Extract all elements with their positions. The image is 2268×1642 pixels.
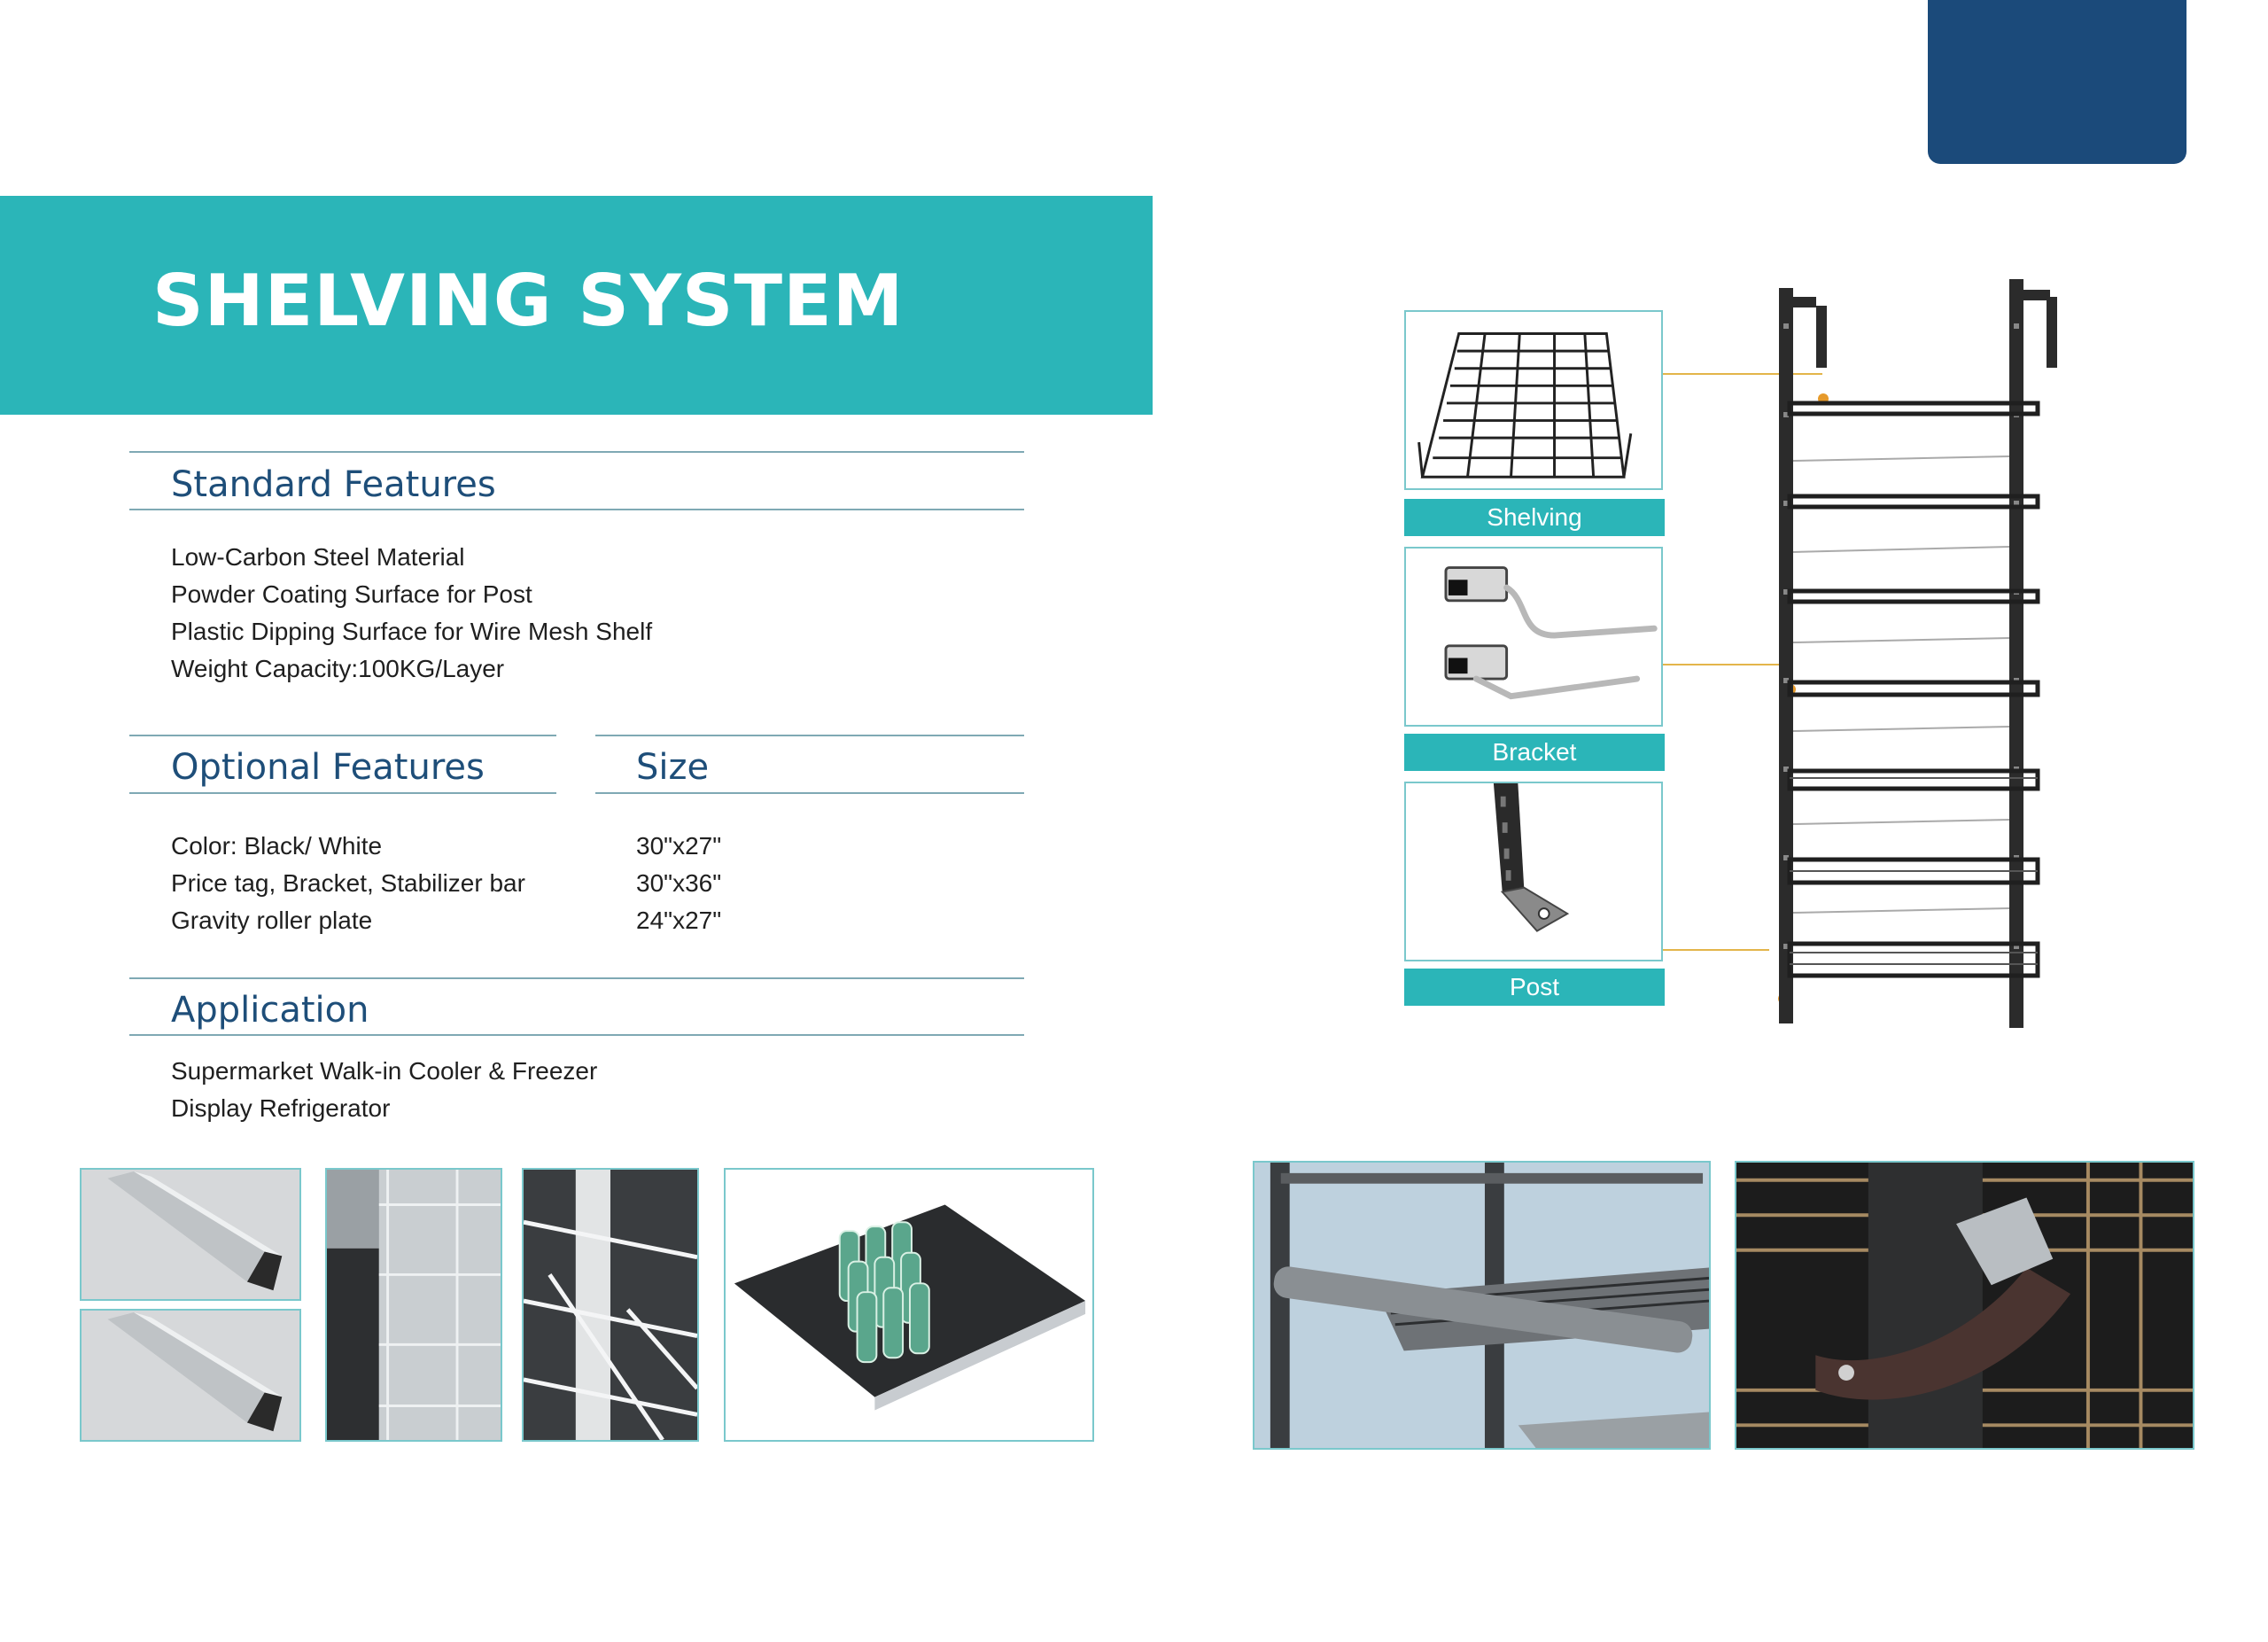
application-list: Supermarket Walk-in Cooler & Freezer Dis…: [171, 1053, 597, 1127]
size-heading: Size: [636, 747, 710, 788]
list-item: Low-Carbon Steel Material: [171, 543, 465, 571]
bracket-image: [1404, 547, 1663, 727]
walk-in-cooler-photo: [325, 1168, 502, 1442]
section-rule: [129, 977, 1024, 979]
section-rule: [595, 792, 1024, 794]
list-item: Display Refrigerator: [171, 1094, 391, 1122]
post-leader-line: [1663, 949, 1769, 951]
application-heading: Application: [171, 990, 369, 1031]
section-rule: [129, 451, 1024, 453]
post-profile-photo: [80, 1309, 301, 1442]
post-caption: Post: [1404, 969, 1665, 1006]
shelving-leader-line: [1663, 373, 1822, 375]
gravity-roller-plate-photo: [724, 1168, 1094, 1442]
list-item: 30"x36": [636, 869, 722, 897]
section-rule: [129, 1034, 1024, 1036]
optional-features-heading: Optional Features: [171, 747, 485, 788]
list-item: Weight Capacity:100KG/Layer: [171, 655, 505, 682]
list-item: Plastic Dipping Surface for Wire Mesh Sh…: [171, 618, 653, 645]
corner-tab: [1928, 0, 2186, 164]
list-item: 30"x27": [636, 832, 722, 860]
stabilizer-bar-photo: [1253, 1161, 1711, 1450]
list-item: Supermarket Walk-in Cooler & Freezer: [171, 1057, 598, 1085]
size-list: 30"x27" 30"x36" 24"x27": [636, 828, 721, 939]
standard-features-list: Low-Carbon Steel Material Powder Coating…: [171, 539, 652, 688]
title-banner: [0, 196, 1153, 415]
bracket-caption: Bracket: [1404, 734, 1665, 771]
list-item: 24"x27": [636, 907, 722, 934]
page-title: SHELVING SYSTEM: [152, 260, 905, 342]
post-profile-photo: [80, 1168, 301, 1301]
section-rule: [129, 792, 556, 794]
list-item: Gravity roller plate: [171, 907, 373, 934]
list-item: Color: Black/ White: [171, 832, 383, 860]
optional-features-list: Color: Black/ White Price tag, Bracket, …: [171, 828, 525, 939]
white-shelving-photo: [522, 1168, 699, 1442]
bracket-leader-line: [1663, 664, 1787, 665]
shelving-unit-image: [1763, 270, 2073, 1032]
shelving-image: [1404, 310, 1663, 490]
standard-features-heading: Standard Features: [171, 464, 496, 505]
list-item: Powder Coating Surface for Post: [171, 580, 532, 608]
section-rule: [129, 509, 1024, 510]
section-rule: [129, 735, 556, 736]
bracket-detail-photo: [1735, 1161, 2194, 1450]
list-item: Price tag, Bracket, Stabilizer bar: [171, 869, 525, 897]
post-image: [1404, 782, 1663, 961]
section-rule: [595, 735, 1024, 736]
shelving-caption: Shelving: [1404, 499, 1665, 536]
